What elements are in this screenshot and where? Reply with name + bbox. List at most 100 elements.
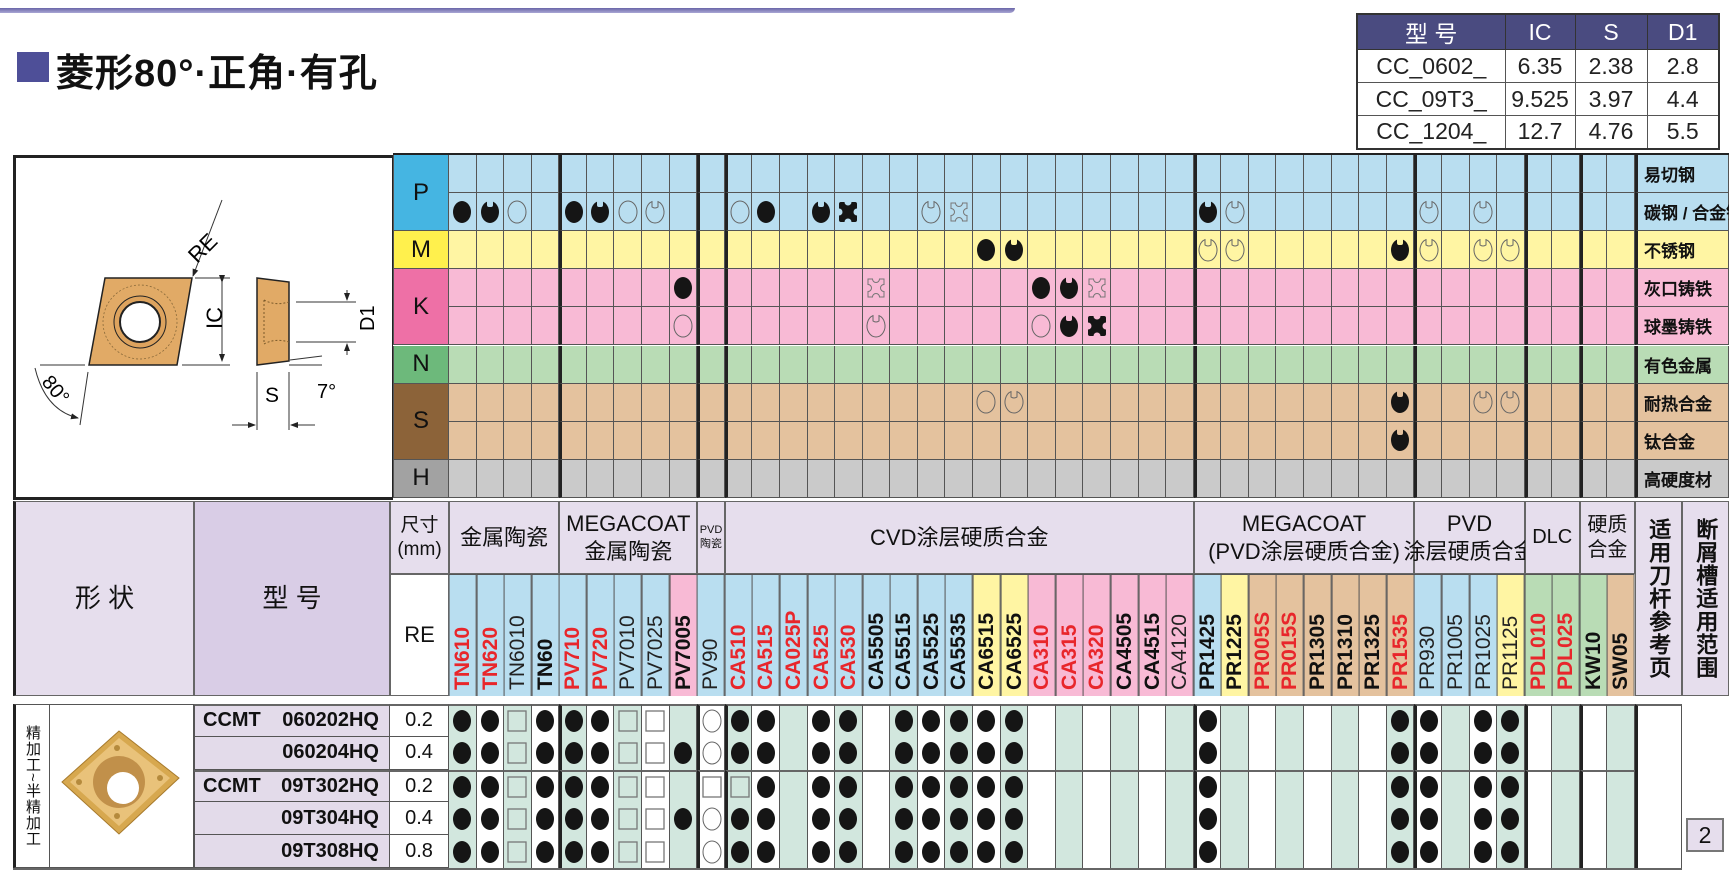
material-grade-cell: [1579, 345, 1608, 384]
material-grade-cell: [476, 421, 505, 460]
availability-cell: [1055, 835, 1084, 868]
model-cell[interactable]: 09T304HQ: [194, 802, 390, 836]
material-grade-cell: [1276, 155, 1305, 194]
material-grade-cell: [1497, 231, 1525, 270]
material-grade-cell: [1028, 193, 1056, 232]
material-grade-cell: [614, 345, 643, 384]
material-grade-cell: [1193, 383, 1222, 422]
material-grade-cell: [1138, 459, 1167, 498]
filled-notched-circle-icon: [1199, 199, 1218, 223]
spec-cell: CC_09T3_: [1356, 82, 1506, 116]
material-grade-cell: [835, 155, 863, 194]
material-grade-cell: [1552, 345, 1580, 384]
filled-circle-icon: [922, 742, 941, 765]
model-prefix: CCMT: [203, 709, 261, 732]
material-grade-cell: [559, 383, 587, 422]
material-grade-cell: [1221, 155, 1249, 194]
material-grade-cell: [1441, 193, 1470, 232]
material-grade-cell: [835, 421, 863, 460]
grade-header-tn60: TN60: [531, 574, 560, 696]
grade-header-pv7005: PV7005: [669, 574, 698, 696]
filled-circle-icon: [1004, 742, 1023, 765]
availability-cell: [1138, 835, 1167, 868]
open-square-icon: [507, 840, 528, 863]
availability-cell: [1055, 736, 1084, 770]
material-grade-cell: [807, 269, 836, 308]
material-grade-cell: [1248, 231, 1277, 270]
material-grade-cell: [752, 459, 780, 498]
availability-cell: [945, 736, 974, 770]
material-grade-cell: [697, 345, 725, 384]
availability-cell: [1221, 835, 1249, 868]
grade-header-pv7025: PV7025: [642, 574, 670, 696]
material-grade-cell: [1579, 231, 1608, 270]
availability-cell: [476, 769, 505, 803]
material-grade-cell: [1304, 459, 1332, 498]
material-grade-cell: [835, 345, 863, 384]
material-grade-cell: [449, 307, 477, 346]
holder-reference-cell[interactable]: [1635, 835, 1682, 868]
availability-cell: [807, 736, 836, 770]
material-grade-cell: [559, 307, 587, 346]
material-grade-cell: [973, 307, 1001, 346]
availability-cell: [1359, 736, 1387, 770]
re-value: 0.2: [390, 769, 449, 803]
grade-header-sw05: SW05: [1607, 574, 1635, 696]
filled-notched-circle-icon: [1004, 237, 1023, 261]
material-grade-cell: [1110, 383, 1139, 422]
material-grade-cell: [1193, 459, 1222, 498]
open-square-icon: [618, 808, 638, 830]
grade-header-pv720: PV720: [586, 574, 615, 696]
material-grade-cell: [1386, 307, 1415, 346]
availability-cell: [1304, 704, 1332, 737]
holder-reference-cell[interactable]: [1635, 704, 1682, 737]
page-ref-badge[interactable]: 2: [1686, 818, 1724, 852]
material-grade-cell: [476, 231, 505, 270]
filled-circle-icon: [1501, 742, 1520, 765]
material-grade-cell: [642, 383, 670, 422]
availability-cell: [1138, 802, 1167, 836]
holder-reference-cell[interactable]: [1635, 802, 1682, 836]
grade-header-ca310: CA310: [1028, 574, 1056, 696]
filled-notched-circle-icon: [1391, 390, 1410, 414]
availability-cell: [1083, 835, 1111, 868]
material-grade-cell: [1331, 421, 1360, 460]
availability-cell: [807, 835, 836, 868]
material-grade-cell: [752, 193, 780, 232]
availability-cell: [1193, 704, 1222, 737]
spec-cell: 5.5: [1646, 115, 1720, 149]
holder-reference-cell[interactable]: [1635, 769, 1682, 803]
material-grade-cell: [1221, 193, 1249, 232]
material-grade-cell: [1138, 269, 1167, 308]
material-grade-cell: [1386, 155, 1415, 194]
re-value: 0.2: [390, 704, 449, 737]
material-grade-cell: [449, 421, 477, 460]
insert-diagram-box: RE IC D1 S 7° 80°: [13, 155, 393, 500]
material-grade-cell: [945, 383, 974, 422]
material-grade-cell: [504, 345, 532, 384]
availability-cell: [1552, 704, 1580, 737]
material-grade-cell: [945, 345, 974, 384]
material-grade-cell: [531, 383, 560, 422]
model-cell[interactable]: 060204HQ: [194, 736, 390, 770]
material-grade-cell: [862, 193, 891, 232]
availability-cell: [1304, 835, 1332, 868]
material-grade-cell: [669, 269, 698, 308]
material-grade-cell: [752, 269, 780, 308]
holder-reference-cell[interactable]: [1635, 736, 1682, 770]
open-circle-icon: [702, 741, 722, 765]
model-cell[interactable]: 09T308HQ: [194, 835, 390, 868]
material-grade-cell: [779, 307, 808, 346]
material-grade-cell: [1221, 307, 1249, 346]
material-grade-cell: [559, 269, 587, 308]
material-grade-cell: [1386, 459, 1415, 498]
availability-cell: [697, 802, 725, 836]
material-grade-cell: [614, 193, 643, 232]
availability-cell: [973, 769, 1001, 803]
availability-cell: [614, 769, 643, 803]
filled-circle-icon: [536, 775, 555, 798]
availability-cell: [1028, 802, 1056, 836]
material-grade-cell: [1524, 307, 1553, 346]
